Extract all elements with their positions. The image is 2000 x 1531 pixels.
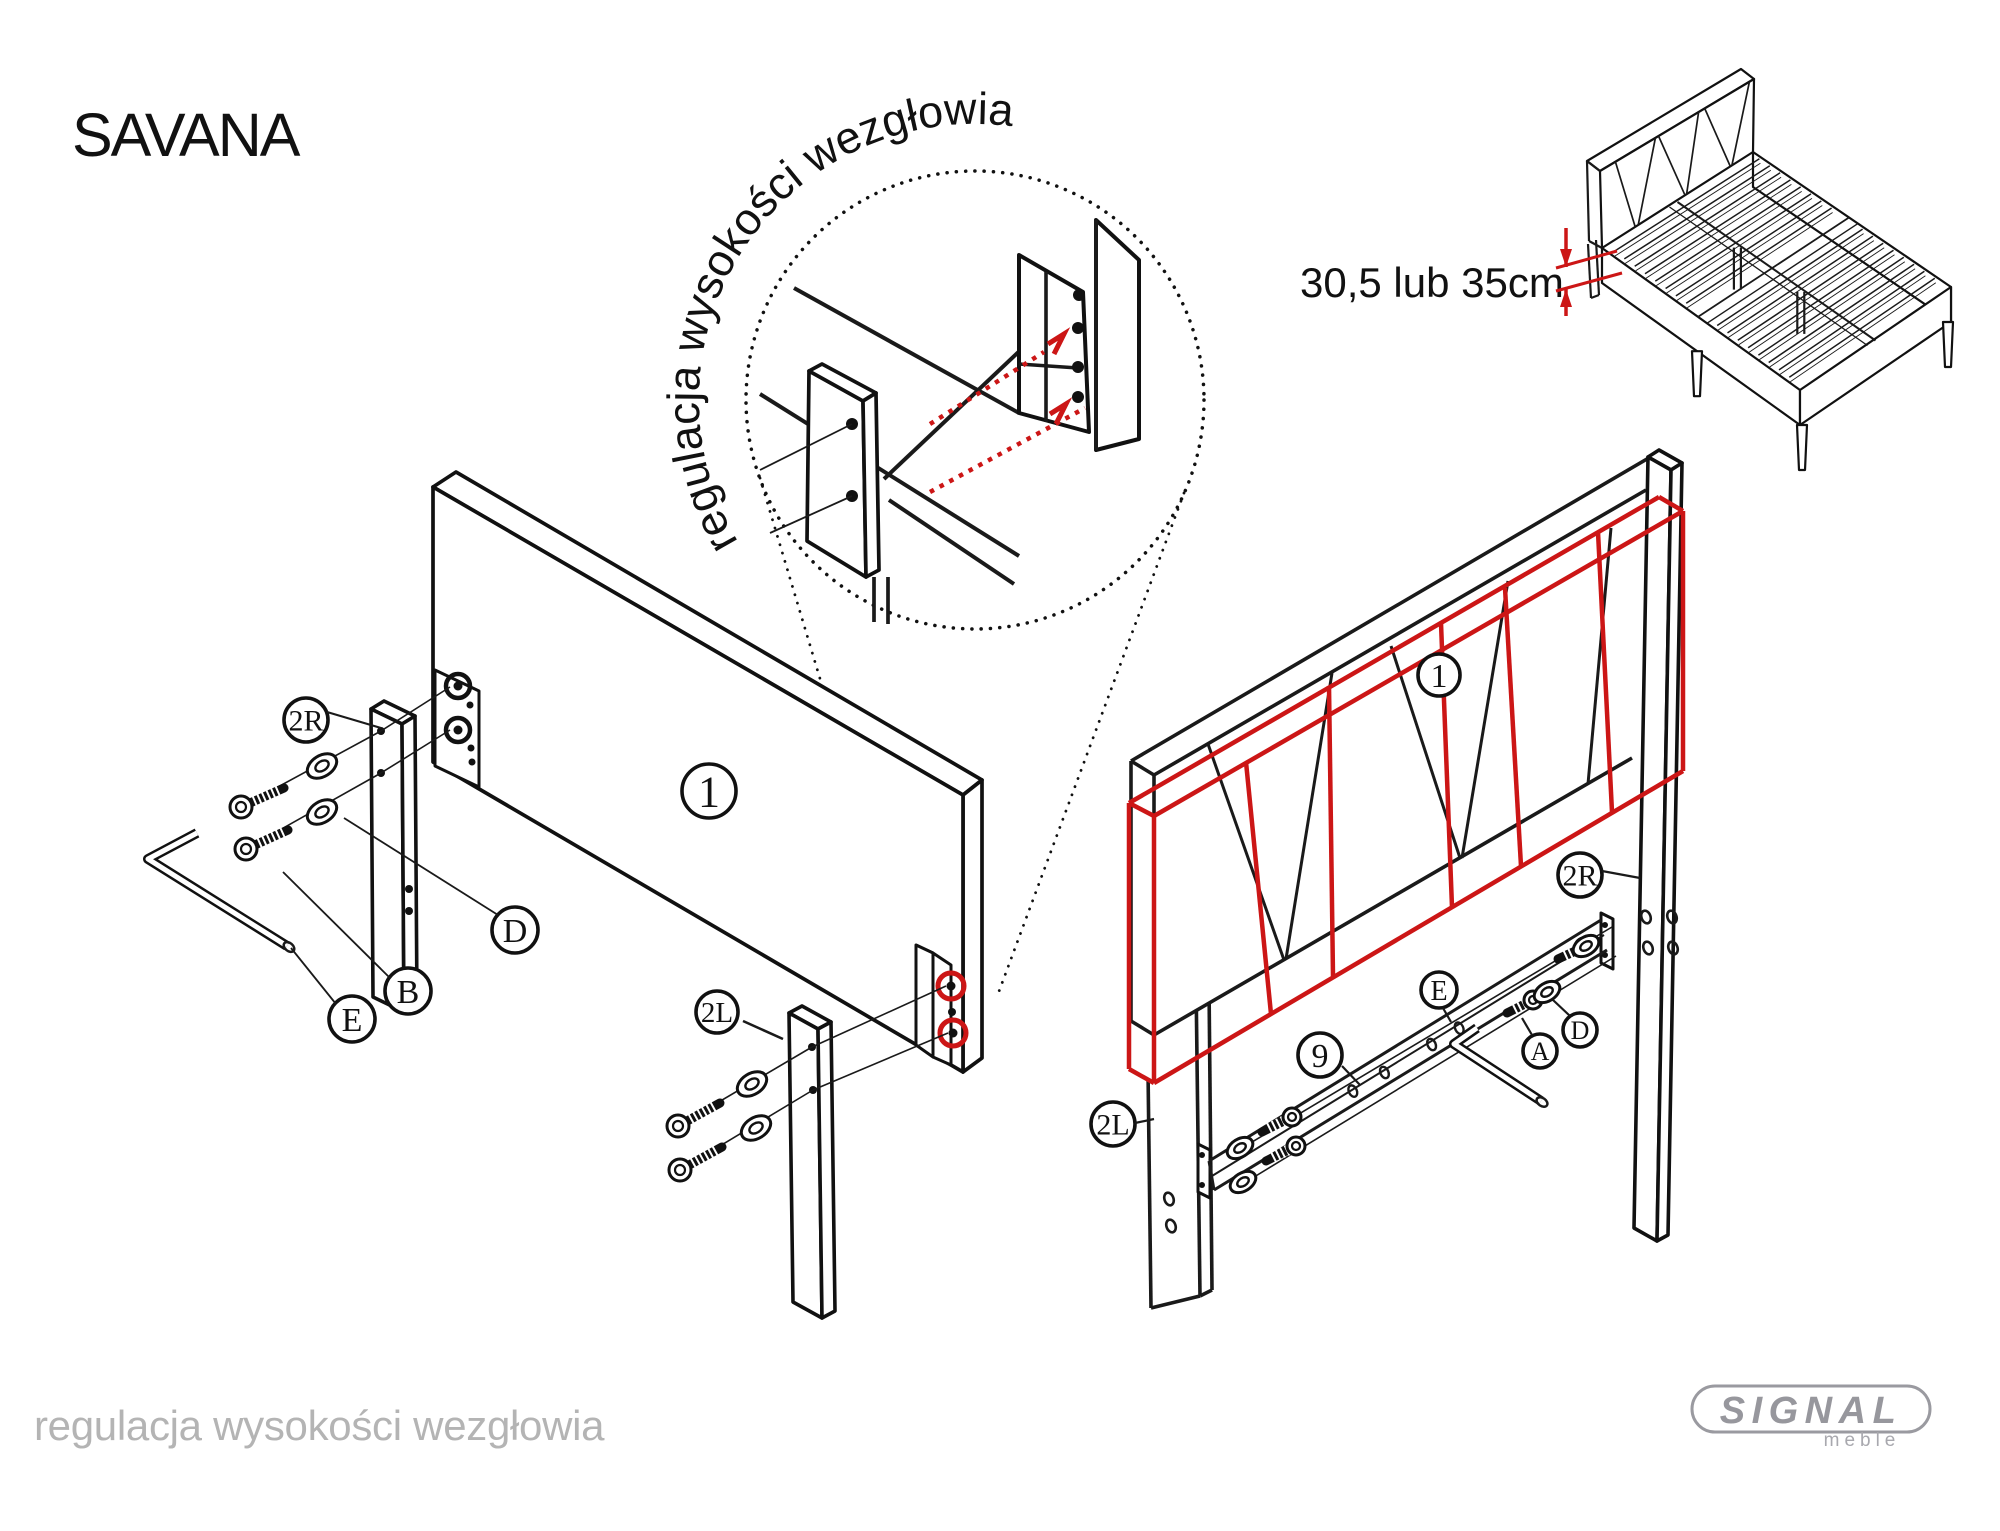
svg-text:meble: meble [1824,1430,1901,1451]
svg-text:1: 1 [698,767,720,816]
svg-text:2L: 2L [1096,1109,1129,1142]
svg-text:SAVANA: SAVANA [72,101,301,169]
svg-text:E: E [1430,976,1447,1007]
svg-text:E: E [342,1002,363,1039]
svg-text:2R: 2R [288,705,323,738]
svg-text:1: 1 [1431,658,1448,695]
svg-text:B: B [397,974,420,1011]
svg-text:D: D [503,913,528,950]
svg-text:2R: 2R [1562,860,1597,893]
svg-text:regulacja wysokości wezgłowia: regulacja wysokości wezgłowia [34,1402,605,1449]
svg-text:A: A [1531,1037,1550,1066]
svg-text:2L: 2L [701,997,733,1029]
svg-text:30,5 lub 35cm: 30,5 lub 35cm [1300,259,1564,306]
svg-text:9: 9 [1312,1038,1329,1075]
svg-text:SIGNAL: SIGNAL [1720,1390,1903,1432]
svg-text:D: D [1571,1016,1590,1045]
